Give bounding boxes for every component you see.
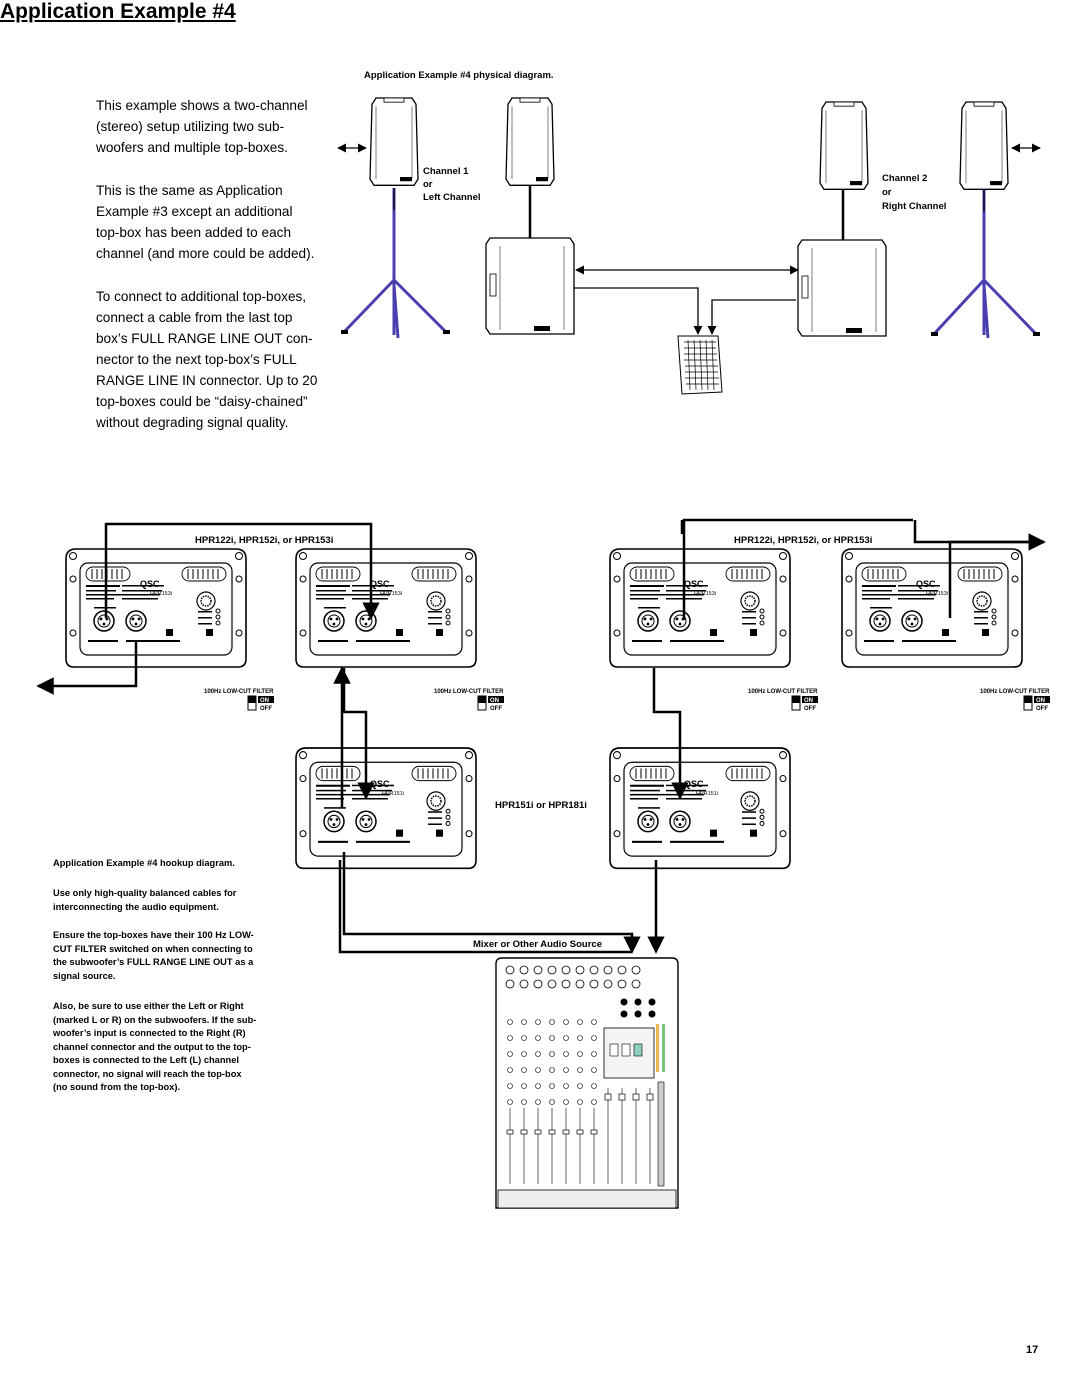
lowcut-switch — [247, 695, 1050, 711]
text-line: box’s FULL RANGE LINE OUT con- — [96, 331, 313, 346]
brand-logo: QSC — [370, 579, 390, 589]
note-lowcut: Ensure the top-boxes have their 100 Hz L… — [53, 929, 283, 983]
text-line: Ensure the top-boxes have their 100 Hz L… — [53, 930, 254, 940]
mixer-large — [495, 957, 679, 1209]
filter-off-label: OFF — [1036, 706, 1048, 712]
topbox-rear-panel — [65, 548, 247, 668]
text-line: boxes is connected to the Left (L) chann… — [53, 1055, 239, 1065]
topbox-rear-panel — [609, 548, 791, 668]
text-line: top-boxes could be “daisy-chained” — [96, 394, 308, 409]
topbox-speaker — [505, 97, 555, 187]
physical-diagram — [337, 97, 1041, 395]
text-line: (marked L or R) on the subwoofers. If th… — [53, 1014, 257, 1025]
page-number: 17 — [1026, 1344, 1039, 1356]
speaker-stand-left — [342, 188, 448, 339]
text-line: channel (and more could be added). — [96, 246, 315, 261]
channel1-label: Channel 1 or Left Channel — [423, 165, 481, 204]
mixer-label: Mixer or Other Audio Source — [473, 939, 602, 950]
text-line: Left Channel — [423, 192, 481, 203]
text-line: This is the same as Application — [96, 183, 283, 198]
model-label: HPR153i — [694, 591, 716, 597]
text-line: CUT FILTER switched on when connecting t… — [53, 943, 253, 954]
subwoofer — [485, 237, 575, 335]
same-as-paragraph: This is the same as Application Example … — [96, 180, 328, 264]
lowcut-label: 100Hz LOW-CUT FILTER — [748, 689, 818, 695]
text-line: the subwoofer’s FULL RANGE LINE OUT as a — [53, 957, 254, 967]
filter-on-label: ON — [260, 698, 269, 704]
brand-logo: QSC — [370, 779, 390, 789]
filter-off-label: OFF — [490, 706, 502, 712]
topbox-speaker — [959, 101, 1009, 191]
text-line: (no sound from the top-box). — [53, 1082, 181, 1092]
topbox-rear-panel — [841, 548, 1023, 668]
subwoofer-rear-panel — [295, 747, 477, 870]
text-line: (stereo) setup utilizing two sub- — [96, 119, 285, 134]
channel2-label: Channel 2 or Right Channel — [882, 172, 946, 214]
hookup-caption: Application Example #4 hookup diagram. — [53, 858, 235, 868]
model-label: HPR151i — [696, 791, 718, 797]
note-left-right: Also, be sure to use either the Left or … — [53, 1000, 283, 1095]
topbox-label-right: HPR122i, HPR152i, or HPR153i — [734, 535, 873, 546]
text-line: channel connector and the output to the … — [53, 1041, 251, 1052]
lowcut-label: 100Hz LOW-CUT FILTER — [434, 689, 504, 695]
page-title: Application Example #4 — [0, 0, 236, 23]
text-line: RANGE LINE IN connector. Up to 20 — [96, 373, 318, 388]
text-line: signal source. — [53, 970, 116, 981]
brand-logo: QSC — [140, 579, 160, 589]
text-line: or — [423, 179, 433, 190]
text-line: Right Channel — [882, 201, 947, 212]
text-line: interconnecting the audio equipment. — [53, 901, 219, 912]
text-line: Channel 1 — [423, 166, 469, 177]
text-line: connect a cable from the last top — [96, 310, 293, 325]
model-label: HPR153i — [150, 591, 172, 597]
hookup-diagram: QSC QSC QSC QSC QSC QSC HPR153i HPR153i … — [36, 518, 1050, 1209]
filter-on-label: ON — [1036, 698, 1045, 704]
text-line: top-box has been added to each — [96, 225, 291, 240]
brand-logo: QSC — [916, 579, 936, 589]
text-line: woofers and multiple top-boxes. — [96, 140, 288, 155]
physical-diagram-caption: Application Example #4 physical diagram. — [364, 70, 554, 81]
filter-on-label: ON — [804, 698, 813, 704]
topbox-rear-panel — [295, 548, 477, 668]
model-label: HPR153i — [926, 591, 948, 597]
text-line: Use only high-quality balanced cables fo… — [53, 888, 237, 898]
topbox-speaker — [819, 101, 869, 191]
brand-logo: QSC — [684, 779, 704, 789]
text-line: connector, no signal will reach the top-… — [53, 1068, 242, 1079]
lowcut-label: 100Hz LOW-CUT FILTER — [980, 689, 1050, 695]
model-label: HPR151i — [382, 791, 404, 797]
text-line: Channel 2 — [882, 173, 928, 184]
text-line: Example #3 except an additional — [96, 204, 293, 219]
lowcut-label: 100Hz LOW-CUT FILTER — [204, 689, 274, 695]
topbox-speaker — [369, 97, 419, 187]
daisy-chain-paragraph: To connect to additional top-boxes, conn… — [96, 286, 328, 433]
text-line: This example shows a two-channel — [96, 98, 308, 113]
filter-off-label: OFF — [260, 706, 272, 712]
speaker-stand-right — [932, 190, 1038, 339]
text-line: Also, be sure to use either the Left or … — [53, 1001, 244, 1011]
text-line: nector to the next top-box’s FULL — [96, 352, 297, 367]
text-line: To connect to additional top-boxes, — [96, 289, 307, 304]
note-cables: Use only high-quality balanced cables fo… — [53, 887, 283, 914]
subwoofer-label: HPR151i or HPR181i — [495, 800, 587, 811]
text-line: without degrading signal quality. — [96, 415, 289, 430]
text-line: or — [882, 187, 892, 198]
text-line: woofer’s input is connected to the Right… — [53, 1028, 246, 1038]
subwoofer — [797, 239, 887, 337]
model-label: HPR153i — [380, 591, 402, 597]
brand-logo: QSC — [684, 579, 704, 589]
filter-off-label: OFF — [804, 706, 816, 712]
topbox-label-left: HPR122i, HPR152i, or HPR153i — [195, 535, 334, 546]
filter-on-label: ON — [490, 698, 499, 704]
mixer-small — [677, 335, 723, 395]
intro-paragraph: This example shows a two-channel (stereo… — [96, 95, 328, 158]
subwoofer-rear-panel — [609, 747, 791, 870]
